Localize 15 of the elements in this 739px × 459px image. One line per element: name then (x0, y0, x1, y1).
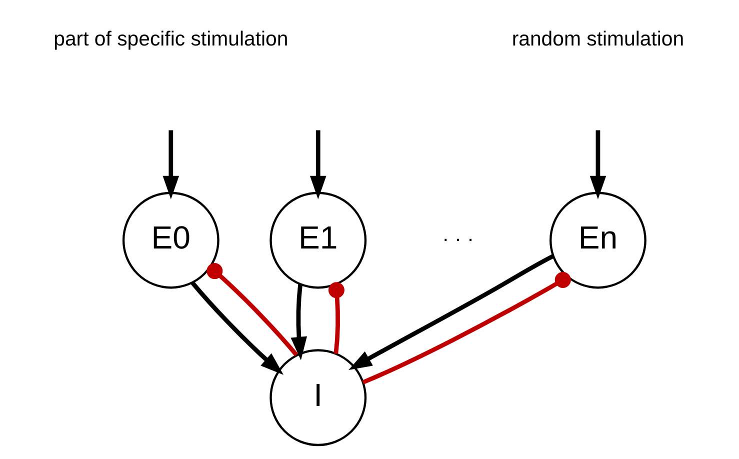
node-circle: I (270, 349, 367, 446)
arrow (190, 281, 284, 375)
node-circle: E0 (122, 192, 220, 289)
arrow (290, 284, 308, 360)
node-circle: E1 (270, 192, 367, 289)
connector (206, 263, 298, 356)
label: part of specific stimulation (54, 28, 288, 51)
arrow (162, 130, 180, 200)
label: · · · (442, 228, 474, 251)
arrow (348, 254, 554, 370)
connector (362, 272, 571, 384)
arrow (310, 130, 326, 200)
arrow (590, 130, 606, 200)
label: random stimulation (512, 28, 684, 51)
connector (328, 282, 344, 354)
